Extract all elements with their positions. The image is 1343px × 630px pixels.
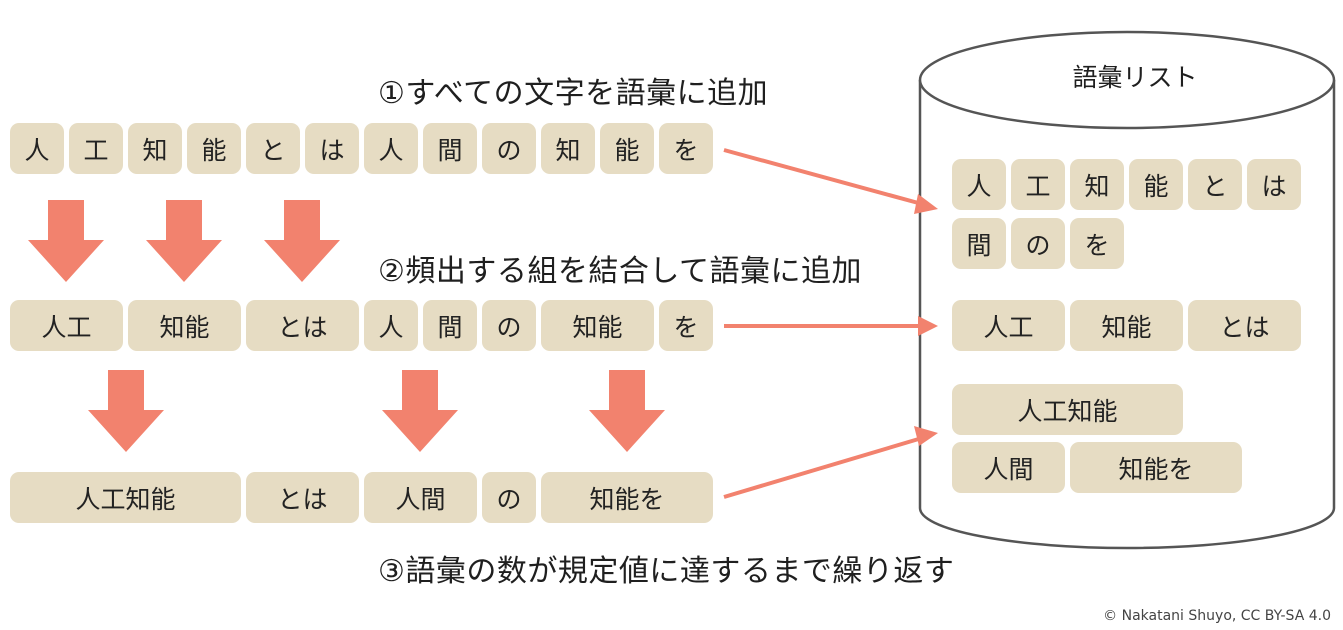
row2-tile: 知能 (541, 300, 654, 351)
row1-tile: は (305, 123, 359, 174)
vocab-tile: 人工知能 (952, 384, 1183, 435)
right-arrow-1-line (723, 148, 923, 206)
row1-tile: 能 (187, 123, 241, 174)
row3-tile: 人間 (364, 472, 477, 523)
step2-caption: ②頻出する組を結合して語彙に追加 (378, 254, 862, 289)
vocab-tile: 知能を (1070, 442, 1242, 493)
row1-tile: 人 (364, 123, 418, 174)
down-arrow-4 (88, 370, 164, 452)
right-arrow-2-head (918, 316, 938, 336)
row1-tile: 知 (541, 123, 595, 174)
vocab-tile: 能 (1129, 159, 1183, 210)
right-arrow-1-head (914, 194, 938, 214)
row2-tile: 知能 (128, 300, 241, 351)
step3-caption: ③語彙の数が規定値に達するまで繰り返す (378, 554, 955, 589)
vocab-title: 語彙リスト (1072, 63, 1198, 92)
vocab-tile: の (1011, 218, 1065, 269)
vocab-tile: 間 (952, 218, 1006, 269)
row2-tile: 人 (364, 300, 418, 351)
row1-tile: を (659, 123, 713, 174)
right-arrow-3-head (914, 426, 938, 446)
row1-tile: 能 (600, 123, 654, 174)
vocab-tile: 人間 (952, 442, 1065, 493)
vocab-tile: 知 (1070, 159, 1124, 210)
row3-tile: の (482, 472, 536, 523)
vocab-tile: を (1070, 218, 1124, 269)
vocab-tile: 工 (1011, 159, 1065, 210)
row1-tile: 間 (423, 123, 477, 174)
row3-tile: 知能を (541, 472, 713, 523)
vocab-tile: 知能 (1070, 300, 1183, 351)
row2-tile: を (659, 300, 713, 351)
vocab-tile: とは (1188, 300, 1301, 351)
cylinder-top (918, 30, 1336, 130)
down-arrow-3 (264, 200, 340, 282)
row1-tile: 人 (10, 123, 64, 174)
row3-tile: とは (246, 472, 359, 523)
down-arrow-5 (382, 370, 458, 452)
down-arrow-1 (28, 200, 104, 282)
vocab-tile: 人工 (952, 300, 1065, 351)
row2-tile: 間 (423, 300, 477, 351)
row1-tile: 工 (69, 123, 123, 174)
row1-tile: と (246, 123, 300, 174)
row2-tile: の (482, 300, 536, 351)
row2-tile: とは (246, 300, 359, 351)
row3-tile: 人工知能 (10, 472, 241, 523)
step1-caption: ①すべての文字を語彙に追加 (378, 76, 769, 111)
right-arrow-3-line (723, 436, 923, 499)
row1-tile: 知 (128, 123, 182, 174)
vocab-tile: 人 (952, 159, 1006, 210)
down-arrow-2 (146, 200, 222, 282)
down-arrow-6 (589, 370, 665, 452)
row2-tile: 人工 (10, 300, 123, 351)
vocab-tile: と (1188, 159, 1242, 210)
vocab-tile: は (1247, 159, 1301, 210)
row1-tile: の (482, 123, 536, 174)
credit-text: © Nakatani Shuyo, CC BY-SA 4.0 (1103, 608, 1331, 624)
